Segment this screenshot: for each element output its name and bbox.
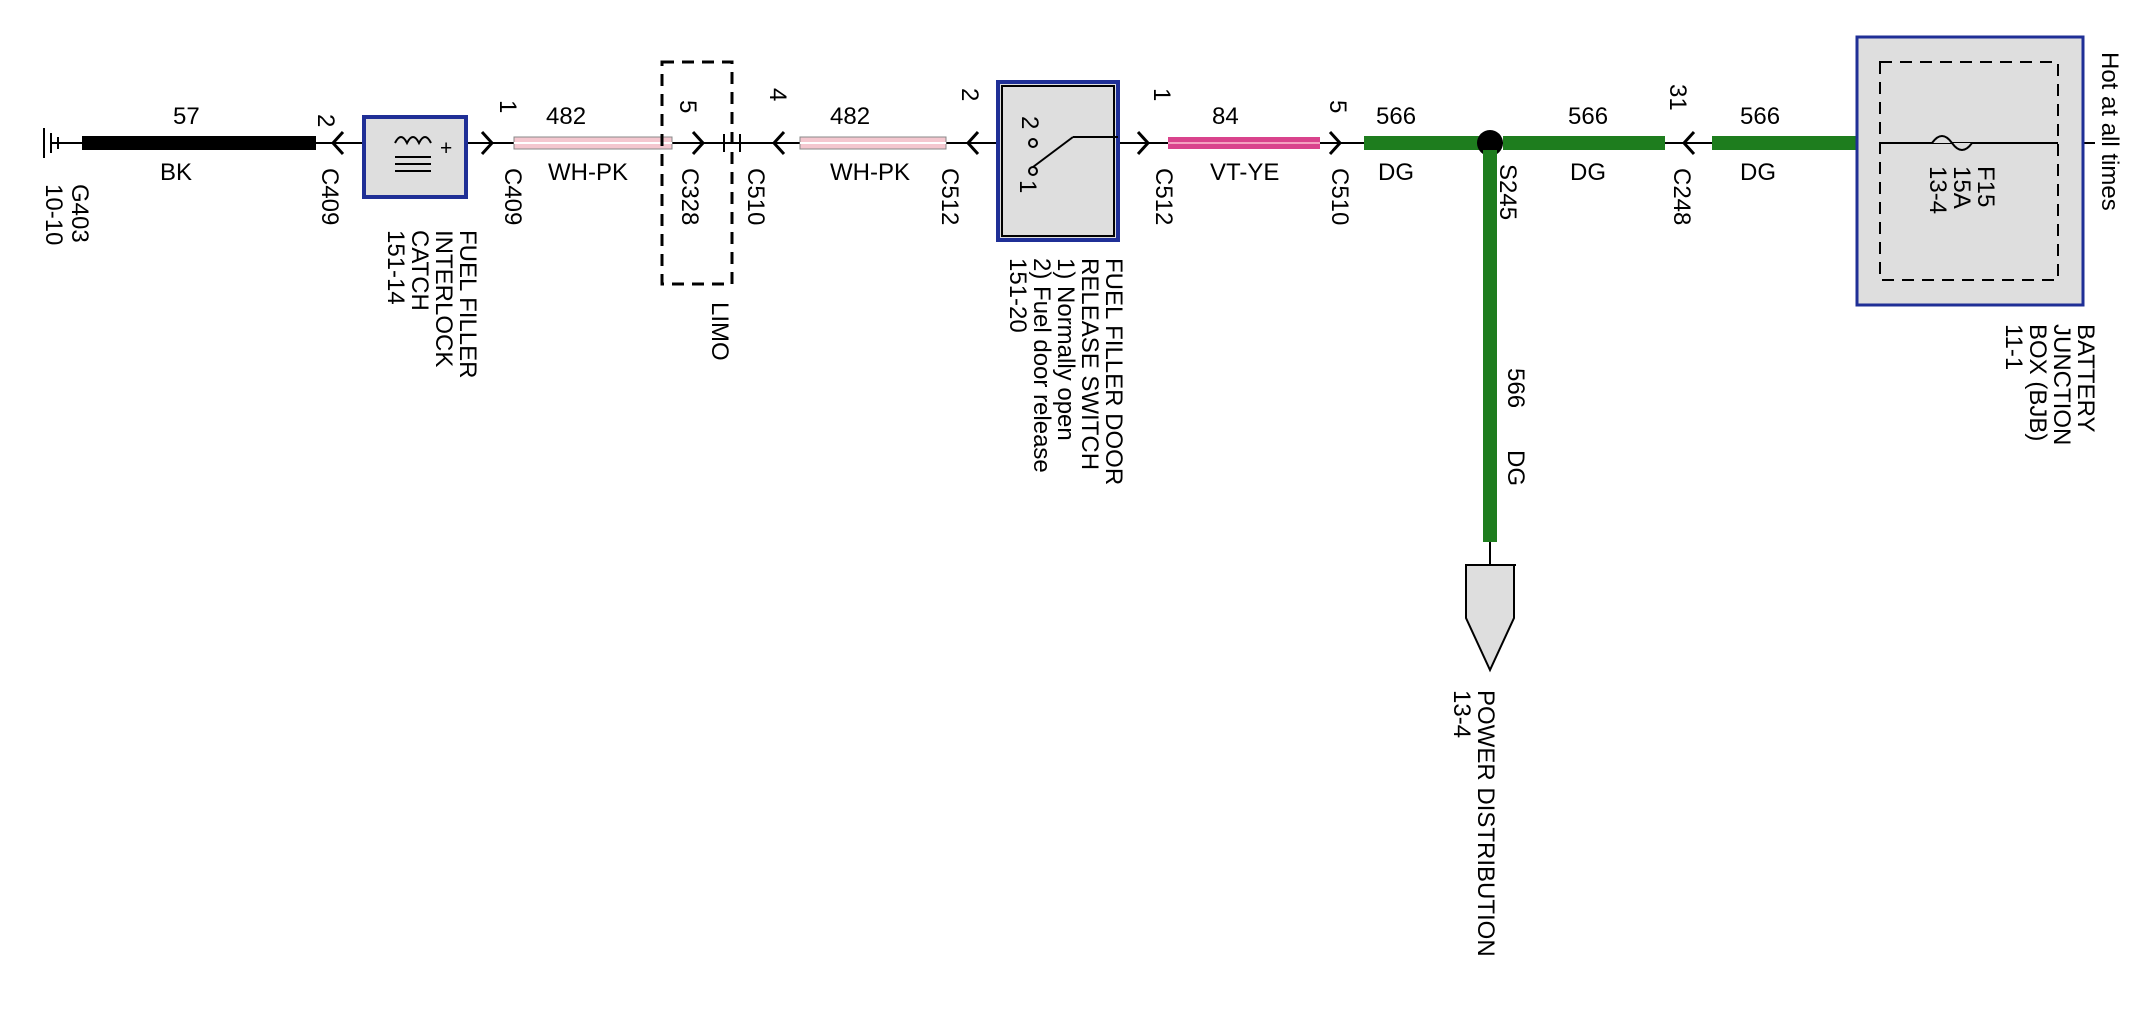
wire-color-label: WH-PK (830, 159, 910, 186)
switch-ref: 151-20 (1004, 258, 1031, 333)
hot-at-all-times-note: Hot at all times (2096, 52, 2123, 211)
ground-name: G403 (66, 184, 93, 243)
catch-ref: 151-14 (382, 230, 409, 305)
ground-symbol (43, 128, 59, 158)
catch-label-line3: CATCH (406, 230, 433, 311)
connector-name: C409 (499, 168, 526, 225)
connector-symbol (691, 130, 706, 156)
catch-label-line2: INTERLOCK (430, 230, 457, 367)
connector-pin: 1 (1148, 88, 1175, 101)
battery-junction-box (1855, 35, 2085, 307)
wire-482-wh-pk (513, 136, 673, 150)
wire-566-dg-branch (1483, 150, 1497, 542)
connector-name: C328 (676, 168, 703, 225)
connector-pin: 2 (312, 114, 339, 127)
svg-text:+: + (440, 137, 452, 160)
bjb-label-line1: BATTERY (2072, 324, 2099, 432)
fuse-ref: 13-4 (1924, 166, 1951, 214)
wire-84-vt-ye (1168, 137, 1320, 149)
connector-pin: 4 (764, 88, 791, 101)
connector-name: C248 (1668, 168, 1695, 225)
splice-dot (1477, 130, 1503, 156)
connector-symbol (771, 130, 786, 156)
wire-color-label: VT-YE (1210, 159, 1279, 186)
bjb-label-line3: BOX (BJB) (2024, 324, 2051, 441)
branch-wire-color: DG (1502, 450, 1529, 486)
wire-color-label: WH-PK (548, 159, 628, 186)
ground-ref: 10-10 (40, 184, 67, 245)
connector-name: C510 (742, 168, 769, 225)
connector-pin: 31 (1664, 84, 1691, 111)
connector-symbol (1681, 130, 1696, 156)
wire-circuit-label: 482 (830, 103, 870, 130)
switch-pin-b: 1 (1014, 180, 1041, 193)
power-distribution-ref: 13-4 (1448, 690, 1475, 738)
connector-name: C409 (316, 168, 343, 225)
power-distribution-label: POWER DISTRIBUTION (1472, 690, 1499, 957)
wire-circuit-label: 566 (1740, 103, 1780, 130)
connector-symbol (965, 130, 980, 156)
limo-label: LIMO (706, 302, 733, 361)
wire-color-label: BK (160, 159, 192, 186)
connector-symbol (1328, 130, 1343, 156)
switch-note-1: 1) Normally open (1052, 258, 1079, 441)
connector-symbol (480, 130, 495, 156)
wire-circuit-label: 482 (546, 103, 586, 130)
connector-pin: 1 (494, 100, 521, 113)
power-distribution-arrow (1465, 542, 1516, 673)
wire-circuit-label: 566 (1376, 103, 1416, 130)
wire-circuit-label: 57 (173, 103, 200, 130)
fuse-rating: 15A (1948, 166, 1975, 209)
catch-label-line1: FUEL FILLER (454, 230, 481, 379)
connector-symbol (1136, 130, 1151, 156)
wire-566-dg (1364, 136, 1488, 150)
wire-57-bk (82, 136, 316, 150)
wire-color-label: DG (1740, 159, 1776, 186)
connector-name: C510 (1326, 168, 1353, 225)
fuse-name: F15 (1972, 166, 1999, 207)
switch-pin-a: 2 (1016, 116, 1043, 129)
wire-circuit-label: 566 (1568, 103, 1608, 130)
wire-circuit-label: 84 (1212, 103, 1239, 130)
interlock-catch-component: + (362, 115, 468, 199)
connector-name: C512 (936, 168, 963, 225)
wire-color-label: DG (1570, 159, 1606, 186)
switch-note-2: 2) Fuel door release (1028, 258, 1055, 473)
bjb-ref: 11-1 (2000, 324, 2027, 370)
wire-482-wh-pk (799, 136, 947, 150)
release-switch-component (996, 80, 1120, 242)
connector-name: C512 (1150, 168, 1177, 225)
wire-566-dg (1503, 136, 1665, 150)
splice-name: S245 (1494, 164, 1521, 220)
switch-label-line2: RELEASE SWITCH (1076, 258, 1103, 470)
connector-pin: 5 (674, 100, 701, 113)
bjb-label-line2: JUNCTION (2048, 324, 2075, 445)
connector-pin: 5 (1324, 100, 1351, 113)
limo-option-box (660, 60, 734, 286)
connector-symbol (330, 130, 345, 156)
wire-566-dg (1712, 136, 1858, 150)
connector-pin: 2 (956, 88, 983, 101)
branch-wire-circuit: 566 (1502, 368, 1529, 408)
switch-label-line1: FUEL FILLER DOOR (1100, 258, 1127, 485)
wire-color-label: DG (1378, 159, 1414, 186)
